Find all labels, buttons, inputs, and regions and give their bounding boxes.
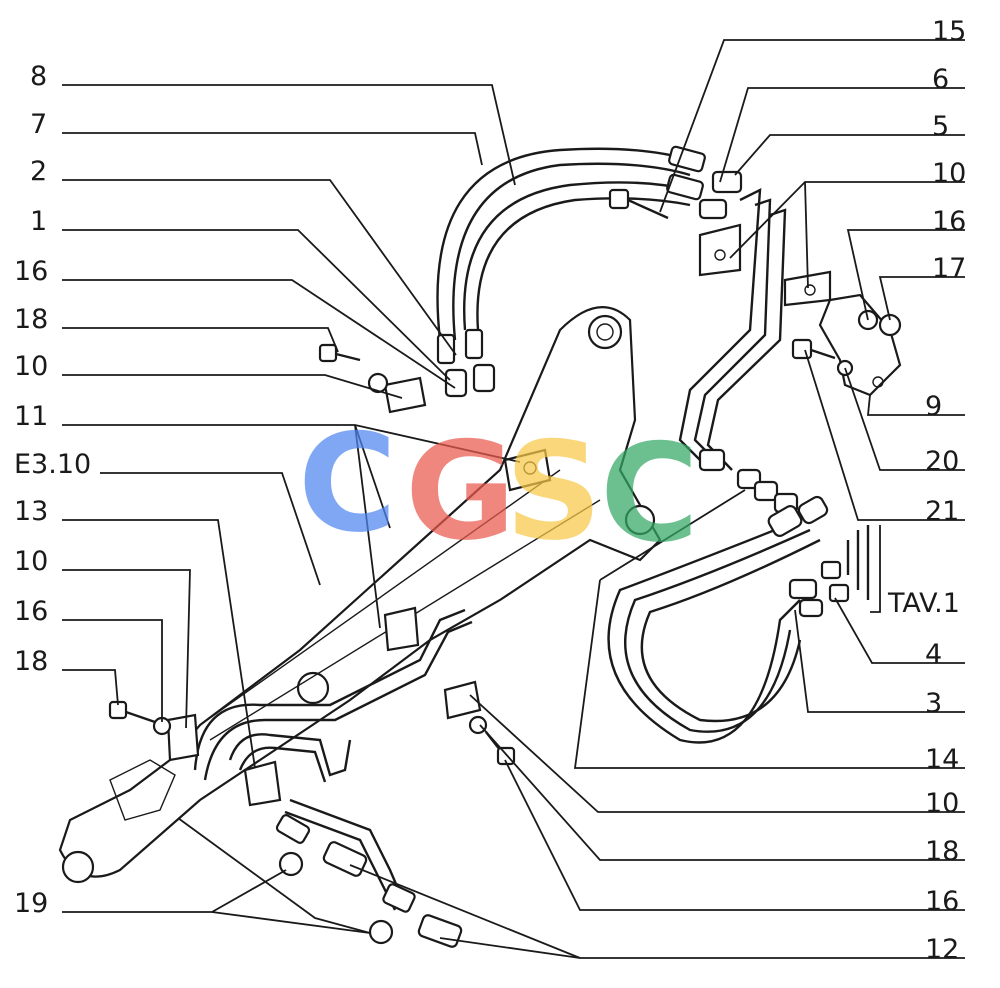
watermark-letter-c2: C bbox=[600, 415, 699, 572]
upper-clamps bbox=[698, 223, 902, 397]
callouts-left: 8 7 2 1 16 18 10 11 E3.10 13 10 16 18 19 bbox=[14, 61, 91, 919]
callout-10-upper-left: 10 bbox=[14, 351, 48, 382]
callout-17: 17 bbox=[932, 253, 966, 284]
watermark-letter-g: G bbox=[405, 413, 516, 570]
callout-4: 4 bbox=[925, 639, 942, 670]
callout-20: 20 bbox=[925, 446, 959, 477]
callout-2: 2 bbox=[30, 156, 47, 187]
callout-10-lower-left: 10 bbox=[14, 546, 48, 577]
callout-14: 14 bbox=[925, 744, 959, 775]
callout-18-lower-left: 18 bbox=[14, 646, 48, 677]
callout-e3-10: E3.10 bbox=[14, 449, 91, 480]
callout-tav-1: TAV.1 bbox=[887, 588, 960, 619]
callout-7: 7 bbox=[30, 109, 47, 140]
callout-21: 21 bbox=[925, 496, 959, 527]
callout-10-lower-right: 10 bbox=[925, 788, 959, 819]
callout-18-lower-right: 18 bbox=[925, 836, 959, 867]
callout-16-lower-left: 16 bbox=[14, 596, 48, 627]
callout-11: 11 bbox=[14, 401, 48, 432]
callout-18-upper-left: 18 bbox=[14, 304, 48, 335]
callout-16-upper-left: 16 bbox=[14, 256, 48, 287]
bolt-15 bbox=[608, 188, 669, 220]
watermark-letter-s: S bbox=[505, 413, 602, 570]
callouts-right: 15 6 5 10 16 17 9 20 21 TAV.1 4 3 14 10 … bbox=[887, 16, 966, 965]
upper-hose-loop bbox=[436, 145, 743, 398]
callout-13: 13 bbox=[14, 496, 48, 527]
callout-15: 15 bbox=[932, 16, 966, 47]
watermark-letter-c1: C bbox=[298, 405, 397, 562]
callout-9: 9 bbox=[925, 391, 942, 422]
callout-5: 5 bbox=[932, 111, 949, 142]
watermark-logo: C G S C bbox=[298, 405, 699, 572]
lower-hose-loop bbox=[607, 495, 870, 744]
callout-19: 19 bbox=[14, 888, 48, 919]
callout-3: 3 bbox=[925, 688, 942, 719]
callout-12: 12 bbox=[925, 934, 959, 965]
callout-6: 6 bbox=[932, 64, 949, 95]
boom-arm bbox=[58, 306, 662, 884]
callout-16-lower-right: 16 bbox=[925, 886, 959, 917]
callout-10-upper-right: 10 bbox=[932, 158, 966, 189]
callout-1: 1 bbox=[30, 206, 47, 237]
leader-lines bbox=[62, 39, 965, 959]
callout-8: 8 bbox=[30, 61, 47, 92]
callout-16-upper-right: 16 bbox=[932, 206, 966, 237]
rigid-pipes bbox=[678, 187, 799, 514]
